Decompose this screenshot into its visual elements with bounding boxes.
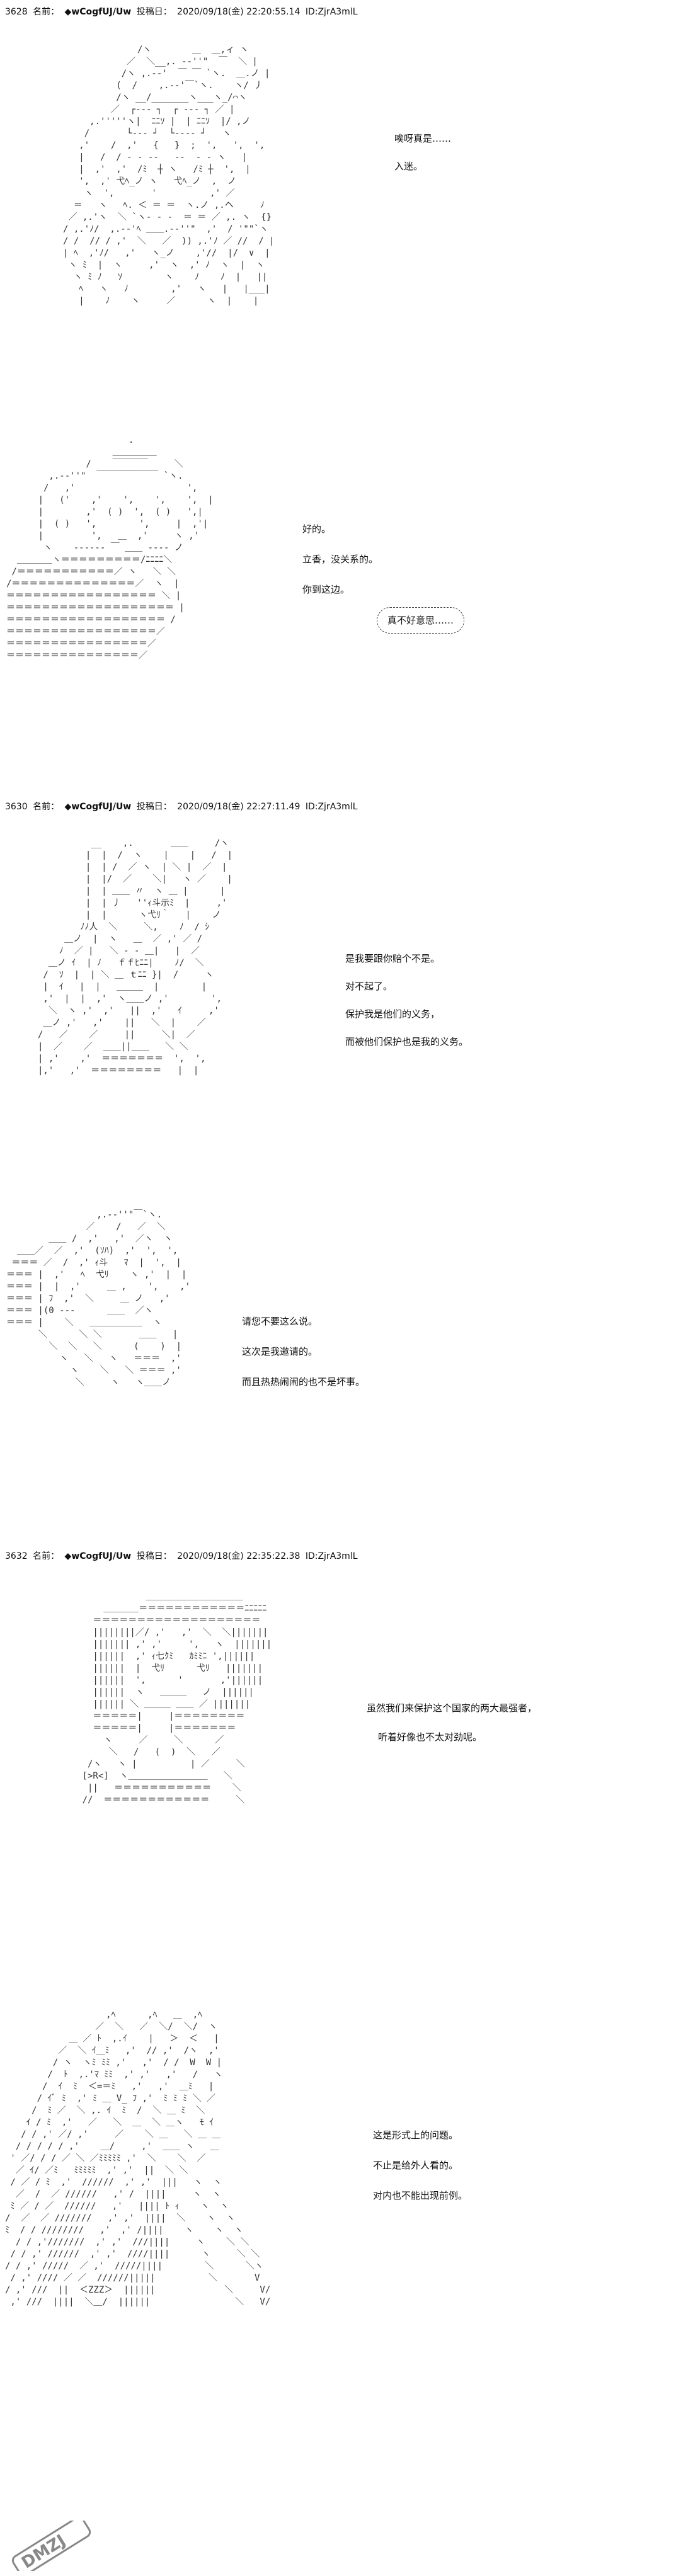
speech-bubble: 真不好意思…… bbox=[377, 607, 465, 634]
dialogue-line: 是我要跟你赔个不是。 bbox=[345, 953, 440, 964]
post-number: 3630 bbox=[5, 802, 28, 812]
name-label: 名前： bbox=[33, 802, 60, 812]
dialogue-line: 这是形式上的问题。 bbox=[373, 2129, 459, 2141]
dialogue-line: 而被他们保护也是我的义务。 bbox=[345, 1036, 469, 1047]
ascii-art-figure: ,ﾍ ,ﾍ ＿ ,ﾍ ／ ＼ ／ ＼/ ＼/ ヽ ＿ ／ ﾄ ,.ｲ | ＞ ＜… bbox=[5, 2010, 271, 2307]
dialogue-line: 虽然我们来保护这个国家的两大最强者， bbox=[367, 1702, 537, 1714]
dialogue-line: 而且热热闹闹的也不是坏事。 bbox=[242, 1376, 365, 1388]
dialogue-line: 请您不要这么说。 bbox=[242, 1316, 318, 1327]
name-label: 名前： bbox=[33, 1551, 60, 1561]
ascii-art-figure: ＿＿＿＿＿＿＿＿＿＿＿ ＿＿＿＿＝＝＝＝＝＝＝＝＝＝＝＝ﾆﾆﾆﾆﾆ ＝＝＝＝＝＝… bbox=[82, 1592, 272, 1805]
post-id: ID:ZjrA3mlL bbox=[305, 802, 358, 812]
svg-text:DMZJ: DMZJ bbox=[18, 2531, 69, 2571]
name-label: 名前： bbox=[33, 7, 60, 17]
dialogue-line: 不止是给外人看的。 bbox=[373, 2160, 459, 2171]
post-header: 3628 名前： ◆wCogfUJ/Uw 投稿日： 2020/09/18(金) … bbox=[5, 6, 358, 18]
dialogue-line: 听着好像也不太对劲呢。 bbox=[378, 1731, 483, 1743]
dialogue-line: 这次是我邀请的。 bbox=[242, 1346, 318, 1357]
ascii-art-figure: ,.-‐''"￣`ヽ. ／ / ／ ＼ ＿＿ / ,' ,' ／ヽ ヽ ＿＿／ … bbox=[6, 1210, 191, 1388]
post-header: 3630 名前： ◆wCogfUJ/Uw 投稿日： 2020/09/18(金) … bbox=[5, 801, 358, 812]
dialogue-line: 入迷。 bbox=[394, 161, 423, 172]
dialogue-line: 唉呀真是…… bbox=[394, 133, 452, 144]
post-date-label: 投稿日： bbox=[136, 7, 172, 17]
dialogue-line: 对不起了。 bbox=[345, 981, 393, 992]
dmzj-watermark-logo: DMZJ bbox=[11, 2521, 91, 2571]
post-date: 2020/09/18(金) 22:20:55.14 bbox=[177, 7, 301, 17]
ascii-art-figure: __ ,. ＿＿ /ヽ | | / ヽ | | / | | | / ／ ヽ | … bbox=[38, 838, 233, 1076]
dialogue-line: 对内也不能出现前例。 bbox=[373, 2190, 468, 2201]
dialogue-line: 立香，没关系的。 bbox=[302, 554, 379, 565]
post-date: 2020/09/18(金) 22:27:11.49 bbox=[177, 802, 301, 812]
ascii-art-figure: /ヽ ＿ ＿,ィ ヽ ／ ＼__,. -‐''" ￣ ＼ | /ヽ ,.-‐' … bbox=[63, 45, 275, 306]
post-date-label: 投稿日： bbox=[136, 802, 172, 812]
poster-name: ◆wCogfUJ/Uw bbox=[64, 1551, 132, 1561]
post-number: 3632 bbox=[5, 1551, 28, 1561]
dialogue-line: 你到这边。 bbox=[302, 584, 350, 595]
ascii-art-figure: . ＿＿＿＿＿ / ￣￣￣￣ ＼ ,.-‐''" ￣￣￣￣￣￣￣ `ヽ. / ,… bbox=[6, 435, 214, 661]
post-header: 3632 名前： ◆wCogfUJ/Uw 投稿日： 2020/09/18(金) … bbox=[5, 1551, 358, 1562]
poster-name: ◆wCogfUJ/Uw bbox=[64, 802, 132, 812]
dialogue-line: 保护我是他们的义务， bbox=[345, 1008, 440, 1020]
poster-name: ◆wCogfUJ/Uw bbox=[64, 7, 132, 17]
post-id: ID:ZjrA3mlL bbox=[305, 1551, 358, 1561]
post-date: 2020/09/18(金) 22:35:22.38 bbox=[177, 1551, 301, 1561]
post-date-label: 投稿日： bbox=[136, 1551, 172, 1561]
post-id: ID:ZjrA3mlL bbox=[305, 7, 358, 17]
dialogue-line: 好的。 bbox=[302, 523, 331, 535]
post-number: 3628 bbox=[5, 7, 28, 17]
